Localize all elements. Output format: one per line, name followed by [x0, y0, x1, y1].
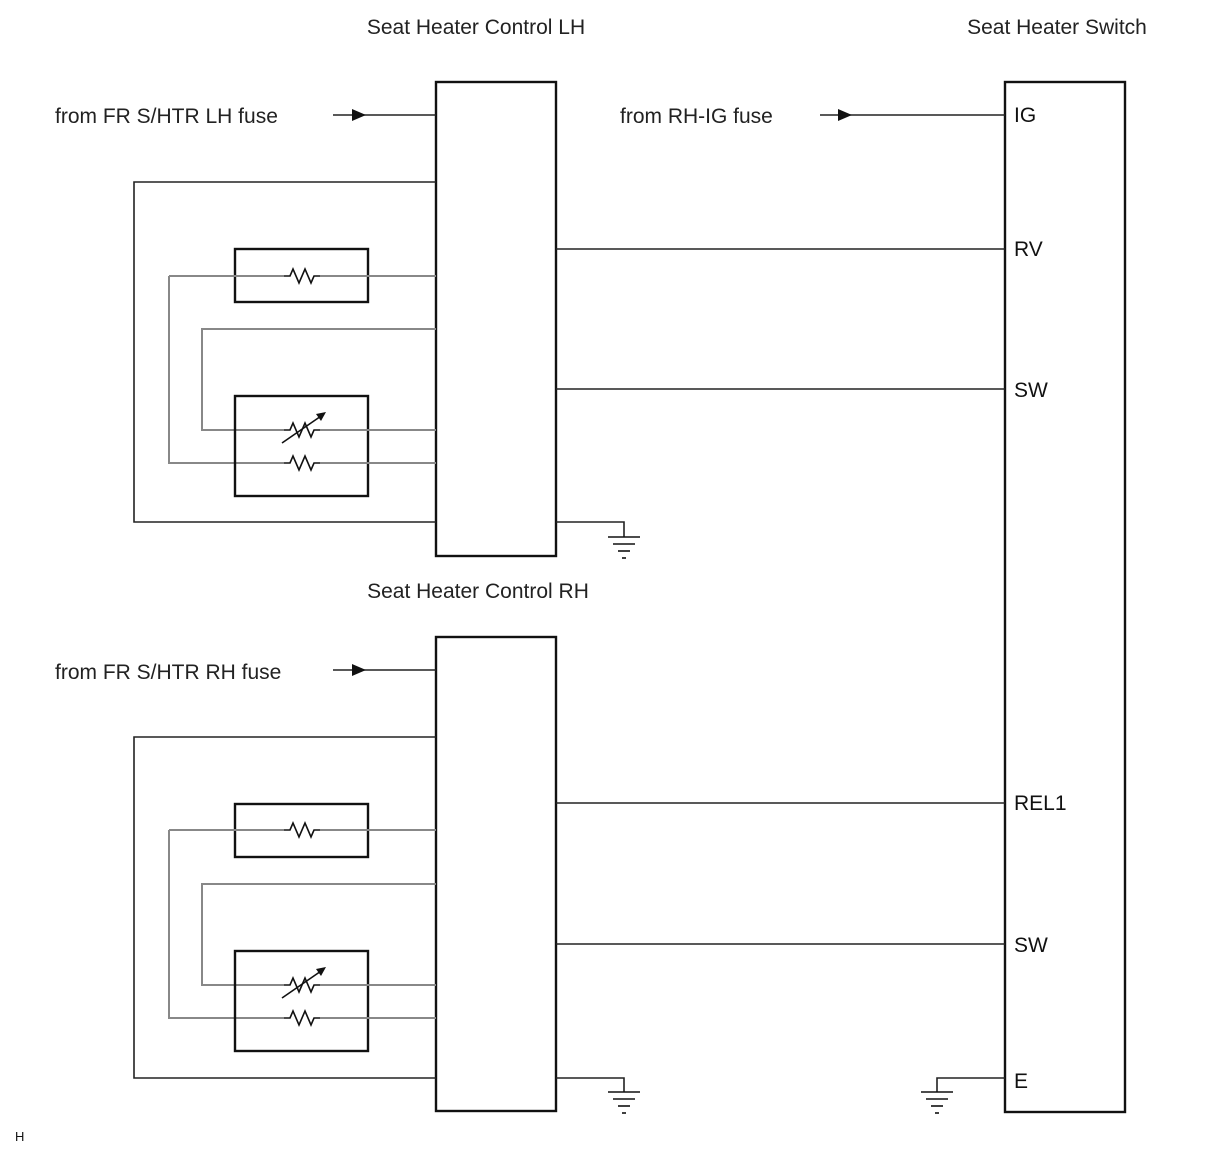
lh-sensor-box: [233, 394, 370, 498]
switch-box: [1003, 80, 1127, 1114]
control-lh-box: [434, 80, 558, 558]
switch-ground-wire: [936, 1077, 1005, 1092]
control-rh-box: [434, 635, 558, 1113]
arrow-icon: [838, 109, 852, 121]
ground-icon: [920, 1091, 954, 1114]
pin-sw-upper: SW: [1014, 379, 1048, 402]
ground-icon: [607, 1091, 641, 1114]
rh-return-wire: [168, 830, 284, 1019]
rh-sensor-wire: [201, 883, 436, 986]
pin-sw-lower: SW: [1014, 934, 1048, 957]
ig-fuse-label: from RH-IG fuse: [620, 105, 773, 128]
pin-rel1: REL1: [1014, 792, 1067, 815]
rh-fuse-label: from FR S/HTR RH fuse: [55, 661, 281, 684]
corner-mark: H: [15, 1129, 24, 1144]
rh-ground-wire: [556, 1077, 625, 1092]
arrow-icon: [352, 109, 366, 121]
resistor-icon: [283, 822, 321, 838]
switch-title: Seat Heater Switch: [967, 16, 1147, 39]
control-lh-title: Seat Heater Control LH: [367, 16, 585, 39]
lh-sensor-wire: [201, 328, 436, 431]
pin-rv: RV: [1014, 238, 1043, 261]
arrow-icon: [352, 664, 366, 676]
lh-ground-wire: [556, 521, 625, 537]
rh-sensor-box: [233, 949, 370, 1053]
resistor-icon: [283, 455, 321, 471]
control-rh-title: Seat Heater Control RH: [367, 580, 589, 603]
rh-seat-outline: [133, 736, 436, 1079]
resistor-icon: [283, 268, 321, 284]
pin-ig: IG: [1014, 104, 1036, 127]
pin-e: E: [1014, 1070, 1028, 1093]
lh-seat-outline: [133, 181, 436, 523]
resistor-icon: [283, 1010, 321, 1026]
ground-icon: [607, 536, 641, 559]
lh-fuse-label: from FR S/HTR LH fuse: [55, 105, 278, 128]
lh-return-wire: [168, 276, 284, 464]
